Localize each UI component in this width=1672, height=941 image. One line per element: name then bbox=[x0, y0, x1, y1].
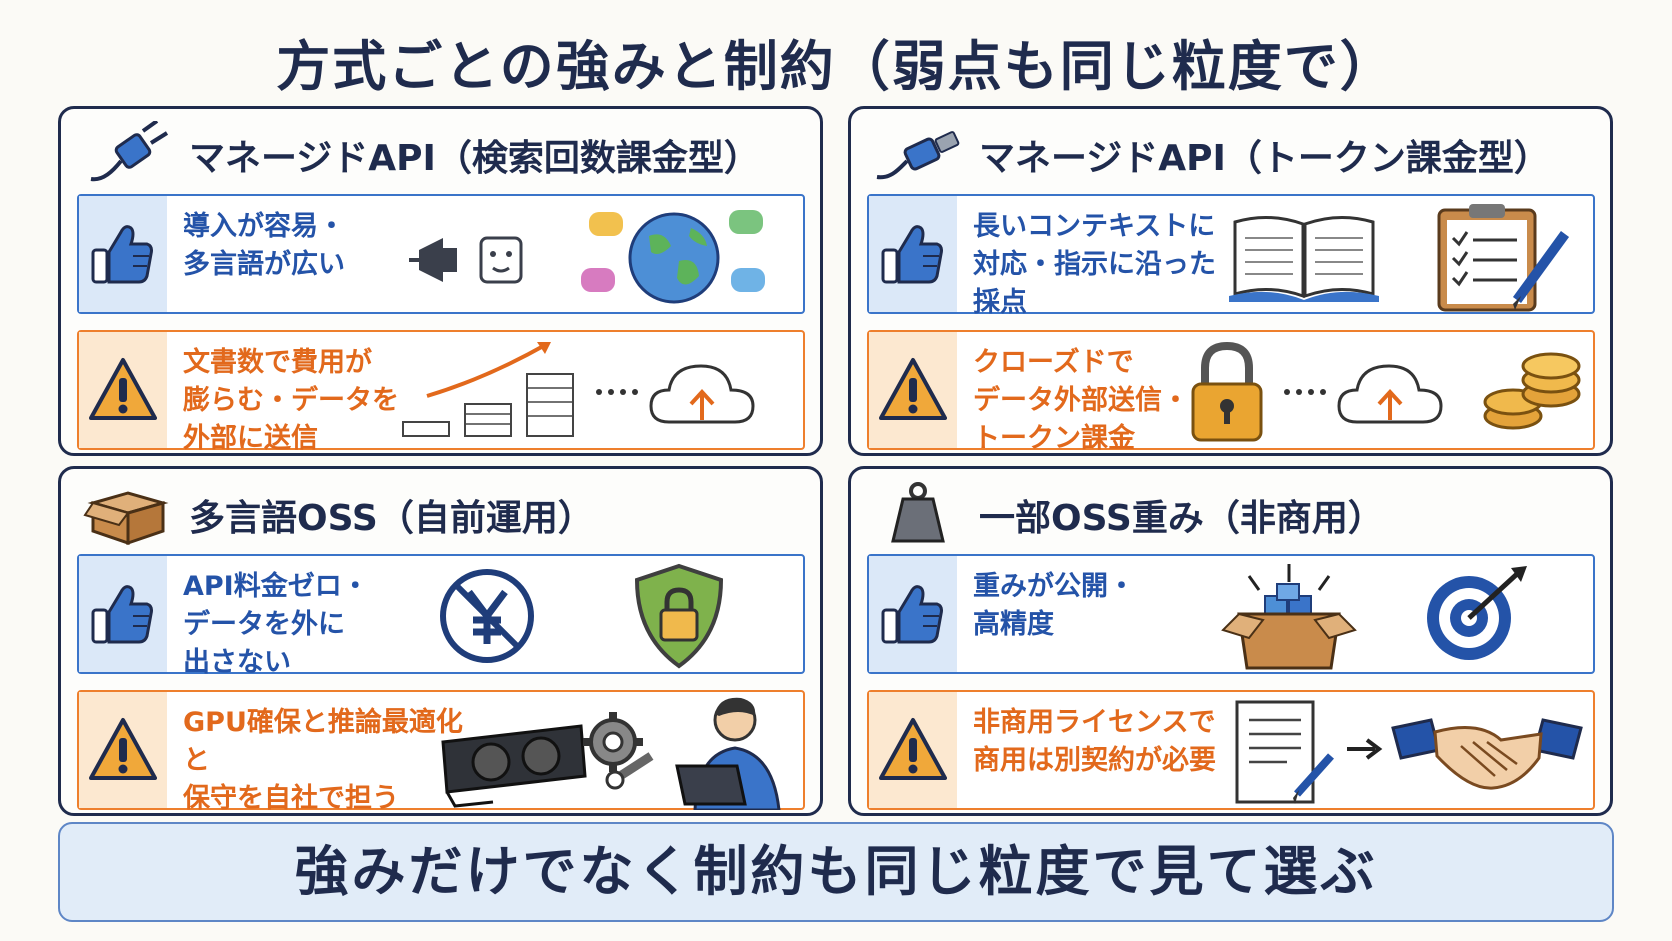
thumbs-up-icon bbox=[89, 580, 157, 648]
globe-chat-icon bbox=[581, 210, 765, 304]
thumbs-up-icon bbox=[879, 580, 947, 648]
con-row: GPU確保と推論最適化と 保守を自社で担う bbox=[77, 690, 805, 814]
con-row: 文書数で費用が 膨らむ・データを 外部に送信 bbox=[77, 330, 805, 454]
panel-header: 一部OSS重み（非商用） bbox=[851, 469, 1610, 553]
panel-oss-weights-noncommercial: 一部OSS重み（非商用） 重みが公開・ 高精度 非商用ライセンスで 商用は別契約… bbox=[848, 466, 1613, 816]
open-book-icon bbox=[1229, 215, 1379, 302]
panel-managed-api-token: マネージドAPI（トークン課金型） 長いコンテキストに 対応・指示に沿った 採点… bbox=[848, 106, 1613, 456]
cloud-upload-icon bbox=[596, 364, 755, 424]
coin-stack-icon bbox=[1483, 352, 1581, 430]
warning-icon bbox=[879, 716, 947, 784]
contract-document-icon bbox=[1235, 700, 1334, 804]
panel-title: 一部OSS重み（非商用） bbox=[979, 498, 1384, 539]
panel-title: 多言語OSS（自前運用） bbox=[189, 498, 594, 539]
page-title: 方式ごとの強みと制約（弱点も同じ粒度で） bbox=[276, 35, 1396, 98]
arrow-right-icon bbox=[1347, 738, 1383, 760]
gear-wrench-icon bbox=[583, 712, 654, 790]
thumbs-up-icon bbox=[89, 220, 157, 288]
pro-text: 重みが公開・ 高精度 bbox=[973, 571, 1135, 640]
clipboard-checklist-icon bbox=[1437, 204, 1570, 312]
con-row: クローズドで データ外部送信・ トークン課金 bbox=[867, 330, 1595, 454]
plug-icon bbox=[90, 121, 169, 182]
person-laptop-icon bbox=[675, 697, 781, 810]
pro-text: API料金ゼロ・ データを外に 出さない bbox=[183, 571, 369, 678]
pro-text: 長いコンテキストに 対応・指示に沿った 採点 bbox=[973, 211, 1216, 318]
document-stacks-icon bbox=[402, 342, 574, 437]
no-yen-icon bbox=[440, 569, 534, 663]
target-icon bbox=[1427, 566, 1527, 660]
plug-socket-icon bbox=[409, 236, 523, 284]
con-text: クローズドで データ外部送信・ トークン課金 bbox=[973, 347, 1189, 454]
warning-icon bbox=[879, 356, 947, 424]
handshake-icon bbox=[1391, 718, 1583, 790]
panel-title: マネージドAPI（検索回数課金型） bbox=[189, 138, 760, 179]
panel-header: マネージドAPI（トークン課金型） bbox=[851, 109, 1610, 193]
pro-row: 長いコンテキストに 対応・指示に沿った 採点 bbox=[867, 194, 1595, 318]
summary-banner: 強みだけでなく制約も同じ粒度で見て選ぶ bbox=[58, 822, 1614, 922]
con-text: 非商用ライセンスで 商用は別契約が必要 bbox=[973, 707, 1216, 776]
warning-icon bbox=[89, 716, 157, 784]
box-icon bbox=[83, 491, 169, 545]
shield-lock-icon bbox=[634, 563, 724, 669]
con-text: 文書数で費用が 膨らむ・データを 外部に送信 bbox=[183, 347, 399, 454]
cable-icon bbox=[876, 131, 960, 180]
pro-row: API料金ゼロ・ データを外に 出さない bbox=[77, 554, 805, 678]
padlock-icon bbox=[1191, 341, 1263, 442]
con-text: GPU確保と推論最適化と 保守を自社で担う bbox=[183, 707, 463, 814]
pro-row: 重みが公開・ 高精度 bbox=[867, 554, 1595, 674]
panel-managed-api-search: マネージドAPI（検索回数課金型） 導入が容易・ 多言語が広い 文書数で費用が … bbox=[58, 106, 823, 456]
warning-icon bbox=[89, 356, 157, 424]
gpu-card-icon bbox=[441, 724, 587, 808]
pro-row: 導入が容易・ 多言語が広い bbox=[77, 194, 805, 314]
panel-multilingual-oss: 多言語OSS（自前運用） API料金ゼロ・ データを外に 出さない GPU確保と… bbox=[58, 466, 823, 816]
panel-header: マネージドAPI（検索回数課金型） bbox=[61, 109, 820, 193]
con-row: 非商用ライセンスで 商用は別契約が必要 bbox=[867, 690, 1595, 810]
thumbs-up-icon bbox=[879, 220, 947, 288]
panel-title: マネージドAPI（トークン課金型） bbox=[979, 138, 1550, 179]
panel-header: 多言語OSS（自前運用） bbox=[61, 469, 820, 553]
pro-text: 導入が容易・ 多言語が広い bbox=[183, 211, 345, 280]
cloud-upload-icon bbox=[1284, 364, 1443, 424]
weight-icon bbox=[891, 482, 945, 543]
open-box-cubes-icon bbox=[1221, 564, 1357, 670]
